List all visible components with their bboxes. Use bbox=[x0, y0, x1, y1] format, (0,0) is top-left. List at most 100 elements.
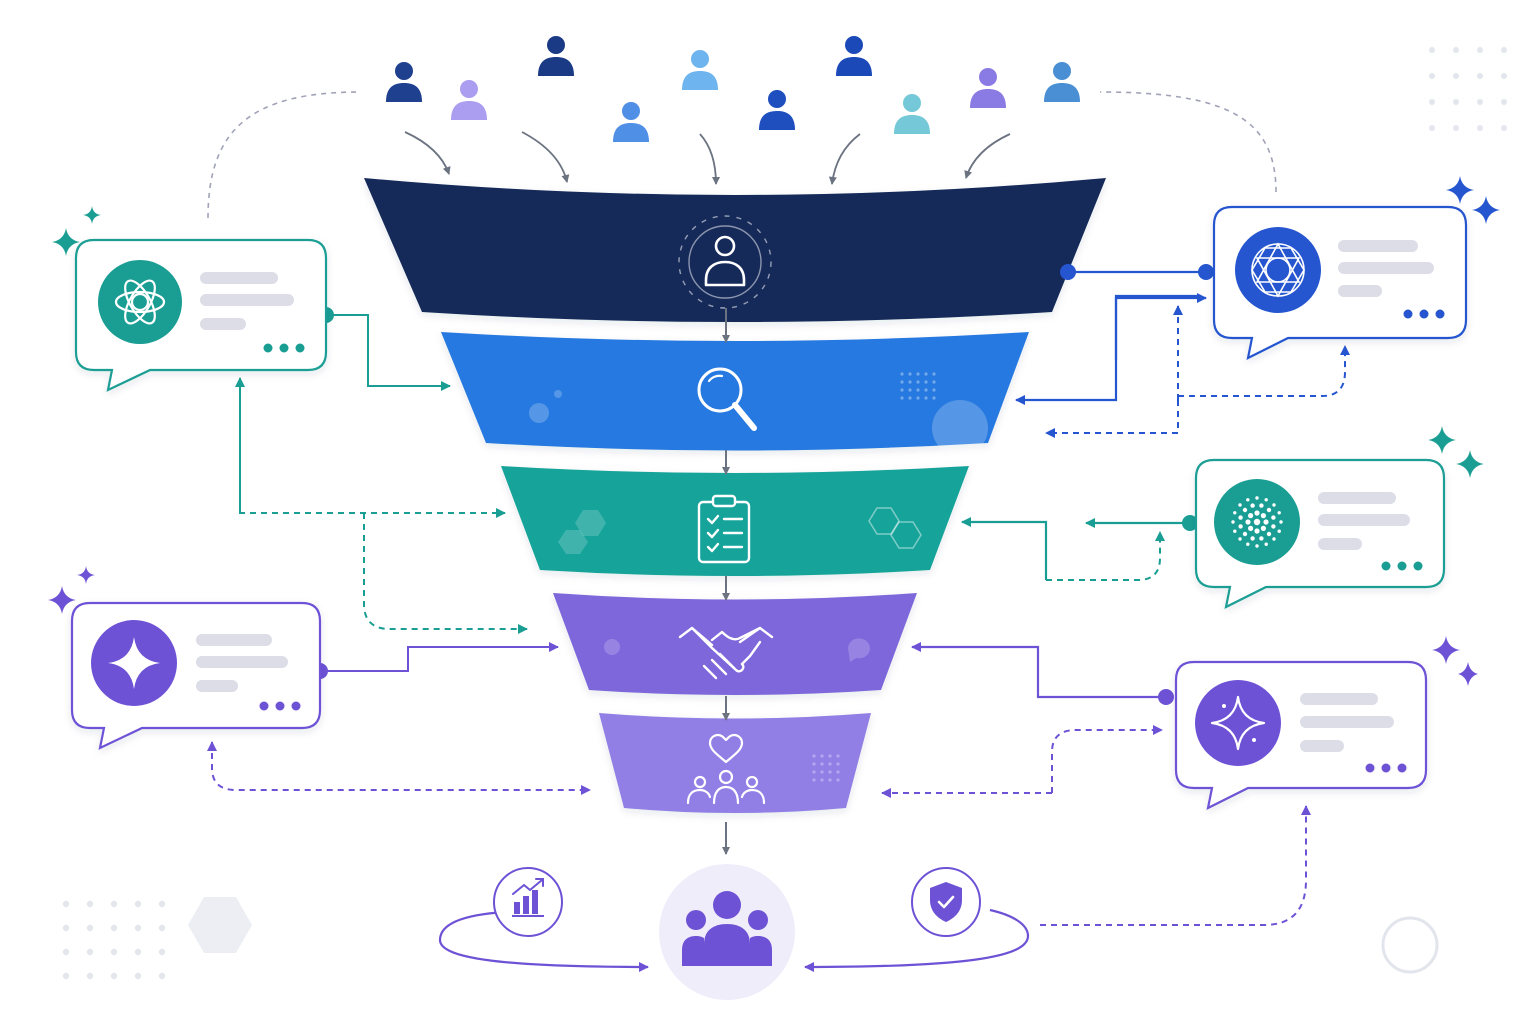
visitor-icon bbox=[451, 80, 487, 120]
dot-burst-dot bbox=[1266, 507, 1272, 513]
visitor-icon bbox=[613, 102, 649, 142]
user-circle-icon bbox=[678, 215, 772, 309]
decor-dashed-arc-right bbox=[1099, 91, 1277, 193]
ai-assistant-bubble-right-1[interactable] bbox=[1212, 205, 1468, 360]
dot-burst-dot bbox=[1248, 513, 1254, 519]
growth-chart-icon bbox=[512, 878, 544, 917]
visitor-icon bbox=[1044, 62, 1080, 102]
message-placeholder-lines bbox=[1318, 492, 1410, 550]
visitor-icon bbox=[538, 36, 574, 76]
dot-burst-dot bbox=[1253, 518, 1261, 526]
connector-assistant-right-1 bbox=[1015, 264, 1350, 438]
visitor-group bbox=[386, 36, 1080, 142]
visitor-icon bbox=[759, 90, 795, 130]
ai-assistant-bubble-right-3[interactable] bbox=[1174, 660, 1428, 810]
dot-burst-dot bbox=[1233, 511, 1237, 515]
decor-ring bbox=[1381, 916, 1439, 974]
connector-assistant-right-3 bbox=[881, 642, 1311, 926]
message-placeholder-lines bbox=[1300, 693, 1394, 752]
visitor-arrows bbox=[404, 131, 1011, 185]
sparkle-decor bbox=[48, 176, 1500, 686]
dot-burst-dot bbox=[1272, 537, 1276, 541]
funnel bbox=[364, 178, 1106, 813]
funnel-stage-search[interactable] bbox=[441, 332, 1029, 451]
dot-burst-dot bbox=[1246, 498, 1250, 502]
dot-burst-dot bbox=[1242, 507, 1248, 513]
decor-dashed-arc-left bbox=[207, 91, 361, 219]
magnifier-icon bbox=[697, 367, 757, 431]
visitor-icon bbox=[894, 94, 930, 134]
outcome-hub[interactable] bbox=[659, 864, 795, 1000]
visitor-icon bbox=[970, 68, 1006, 108]
openai-knot-icon bbox=[114, 279, 166, 325]
decor-hexagon bbox=[188, 897, 252, 953]
typing-dots bbox=[259, 701, 301, 711]
dot-burst-icon bbox=[1231, 496, 1283, 548]
decor-dot-grid-bottom-left bbox=[62, 900, 166, 980]
dot-burst-dot bbox=[1238, 537, 1242, 541]
funnel-stage-deal[interactable] bbox=[553, 593, 917, 695]
typing-dots bbox=[1381, 561, 1423, 571]
dot-burst-dot bbox=[1259, 536, 1264, 541]
visitor-icon bbox=[386, 62, 422, 102]
message-placeholder-lines bbox=[1338, 240, 1434, 297]
clipboard-checklist-icon bbox=[697, 494, 751, 564]
sparkle-star-icon bbox=[1210, 695, 1266, 751]
visitor-icon bbox=[836, 36, 872, 76]
decor-dot-grid-top-right bbox=[1429, 47, 1507, 131]
message-placeholder-lines bbox=[196, 634, 288, 692]
dot-burst-dot bbox=[1238, 503, 1242, 507]
customer-group-icon bbox=[682, 891, 772, 966]
dot-burst-dot bbox=[1255, 544, 1259, 548]
typing-dots bbox=[1403, 309, 1445, 319]
ai-assistant-bubble-left-2[interactable] bbox=[70, 601, 322, 750]
dot-burst-dot bbox=[1248, 525, 1254, 532]
dot-burst-dot bbox=[1266, 531, 1272, 537]
connector-assistant-right-2 bbox=[961, 515, 1198, 581]
dot-burst-dot bbox=[1259, 503, 1264, 508]
message-placeholder-lines bbox=[200, 272, 294, 330]
four-point-star-icon bbox=[108, 637, 160, 689]
stage-search-decor bbox=[529, 372, 988, 456]
dot-burst-dot bbox=[1254, 528, 1260, 534]
ai-assistant-bubble-left-1[interactable] bbox=[74, 238, 328, 392]
dot-burst-dot bbox=[1260, 525, 1266, 532]
handshake-icon bbox=[678, 626, 774, 680]
dot-burst-dot bbox=[1263, 519, 1269, 525]
outcome-loops bbox=[438, 908, 1030, 972]
ai-assistant-bubble-right-2[interactable] bbox=[1194, 458, 1446, 609]
stage-evaluation-decor bbox=[558, 507, 922, 554]
dot-burst-dot bbox=[1272, 503, 1276, 507]
dot-burst-dot bbox=[1254, 510, 1260, 516]
heart-community-icon bbox=[686, 733, 766, 805]
geometric-rosette-icon bbox=[1251, 242, 1305, 298]
dot-burst-dot bbox=[1264, 498, 1268, 502]
funnel-stage-loyalty[interactable] bbox=[599, 713, 871, 813]
dot-burst-dot bbox=[1279, 520, 1283, 524]
visitor-icon bbox=[682, 50, 718, 90]
dot-burst-dot bbox=[1231, 520, 1235, 524]
trust-badge[interactable] bbox=[911, 867, 981, 937]
dot-burst-dot bbox=[1242, 531, 1248, 537]
dot-burst-dot bbox=[1277, 511, 1281, 515]
shield-check-icon bbox=[930, 882, 962, 922]
typing-dots bbox=[1365, 763, 1407, 773]
dot-burst-dot bbox=[1277, 529, 1281, 533]
dot-burst-dot bbox=[1238, 524, 1243, 529]
dot-burst-dot bbox=[1245, 519, 1251, 525]
dot-burst-dot bbox=[1246, 542, 1250, 546]
growth-badge[interactable] bbox=[493, 867, 563, 937]
funnel-stage-awareness[interactable] bbox=[364, 178, 1106, 322]
funnel-stage-evaluation[interactable] bbox=[501, 466, 969, 576]
dot-burst-dot bbox=[1250, 503, 1255, 508]
dot-burst-dot bbox=[1260, 513, 1266, 519]
typing-dots bbox=[263, 343, 305, 353]
dot-burst-dot bbox=[1255, 496, 1259, 500]
dot-burst-dot bbox=[1233, 529, 1237, 533]
stage-loyalty-decor bbox=[812, 754, 840, 782]
stage-deal-decor bbox=[604, 638, 870, 662]
dot-burst-dot bbox=[1250, 536, 1255, 541]
dot-burst-dot bbox=[1264, 542, 1268, 546]
dot-burst-dot bbox=[1238, 515, 1243, 520]
